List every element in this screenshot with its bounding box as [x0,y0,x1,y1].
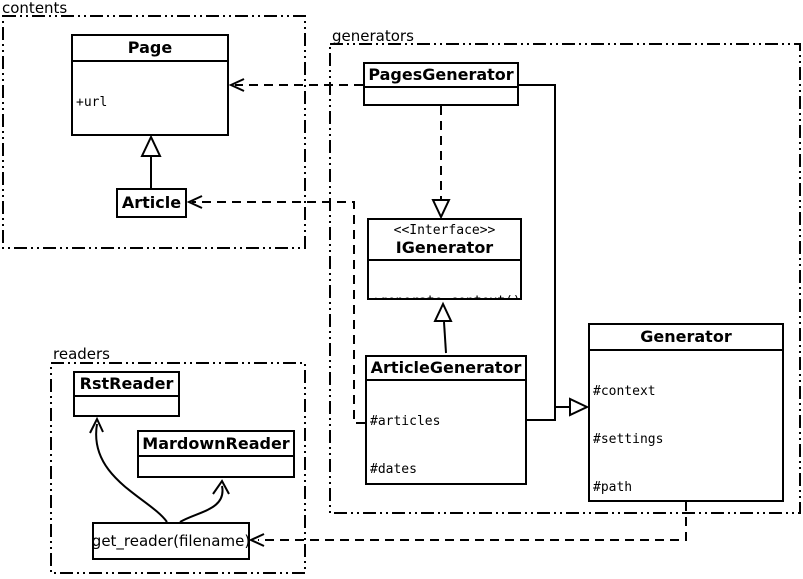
class-pagesgenerator: PagesGenerator #pages [363,62,519,106]
class-mardownreader-methods: +read() [139,455,293,476]
node-getreader: get_reader(filename) [92,522,250,560]
class-page: Page +url +slug +summary +check_properti… [71,34,229,136]
attribute: #settings [593,432,664,447]
package-generators-border [329,43,801,514]
dependency-articlegenerator-article-line [192,201,365,424]
interface-igenerator-header: <<Interface>> IGenerator [369,220,520,259]
attribute: #dates [370,462,417,477]
class-articlegenerator-attributes: #articles #dates #tags #categories [367,379,525,483]
class-pagesgenerator-attributes: #pages [365,86,517,104]
generalization-article-page-triangle [140,134,162,157]
interface-igenerator-methods: +generate_context() +generate_output() [369,259,520,298]
class-pagesgenerator-title: PagesGenerator [368,65,514,84]
dependency-articlegenerator-article-arrowhead [186,195,203,209]
generalization-articlegenerator-igenerator-triangle [433,301,453,322]
attribute: #context [593,384,656,399]
interface-igenerator: <<Interface>> IGenerator +generate_conte… [367,218,522,300]
package-label-generators: generators [332,27,414,45]
generalization-articlegenerator-igenerator-line [443,321,447,354]
class-article: Article [116,188,187,218]
class-generator-title: Generator [640,327,732,346]
package-readers-border [50,362,306,574]
generalization-articlegenerator-generator-line [527,407,556,421]
class-rstreader: RstReader +read() [73,371,180,417]
attribute: #path [593,480,633,495]
package-label-contents: contents [2,0,68,17]
dependency-generator-getreader-line [258,502,687,541]
class-article-title: Article [121,193,182,212]
generalization-pagesgenerator-generator-line [519,84,570,408]
dependency-generator-getreader-arrowhead [248,533,265,547]
interface-stereotype: <<Interface>> [393,223,496,238]
realization-pagesgenerator-igenerator-triangle [431,199,451,220]
attribute: +url [76,95,108,110]
node-getreader-label: get_reader(filename) [92,532,250,550]
generalization-generator-triangle [569,397,590,417]
package-label-readers: readers [53,345,110,363]
method: +generate_context() [372,294,520,298]
class-mardownreader-title: MardownReader [142,434,290,453]
association-getreader-rstreader-curve [95,423,168,523]
class-rstreader-title: RstReader [79,374,174,393]
class-generator: Generator #context #settings #path #them… [588,323,784,502]
attribute: #articles [370,414,441,429]
class-generator-attributes: #context #settings #path #theme #output_… [590,349,782,500]
association-getreader-mardownreader-arrowhead [212,479,230,495]
class-mardownreader: MardownReader +read() [137,430,295,478]
association-getreader-mardownreader-curve [179,485,224,523]
package-contents-border [2,15,306,249]
class-articlegenerator: ArticleGenerator #articles #dates #tags … [365,355,527,485]
class-articlegenerator-title: ArticleGenerator [370,358,522,377]
dependency-pagesgenerator-page-arrowhead [228,78,245,92]
class-page-attributes: +url +slug +summary [73,60,227,134]
association-getreader-rstreader-arrowhead [89,416,104,434]
interface-igenerator-title: IGenerator [395,238,494,257]
class-page-title: Page [127,38,173,57]
class-rstreader-methods: +read() [75,395,178,415]
